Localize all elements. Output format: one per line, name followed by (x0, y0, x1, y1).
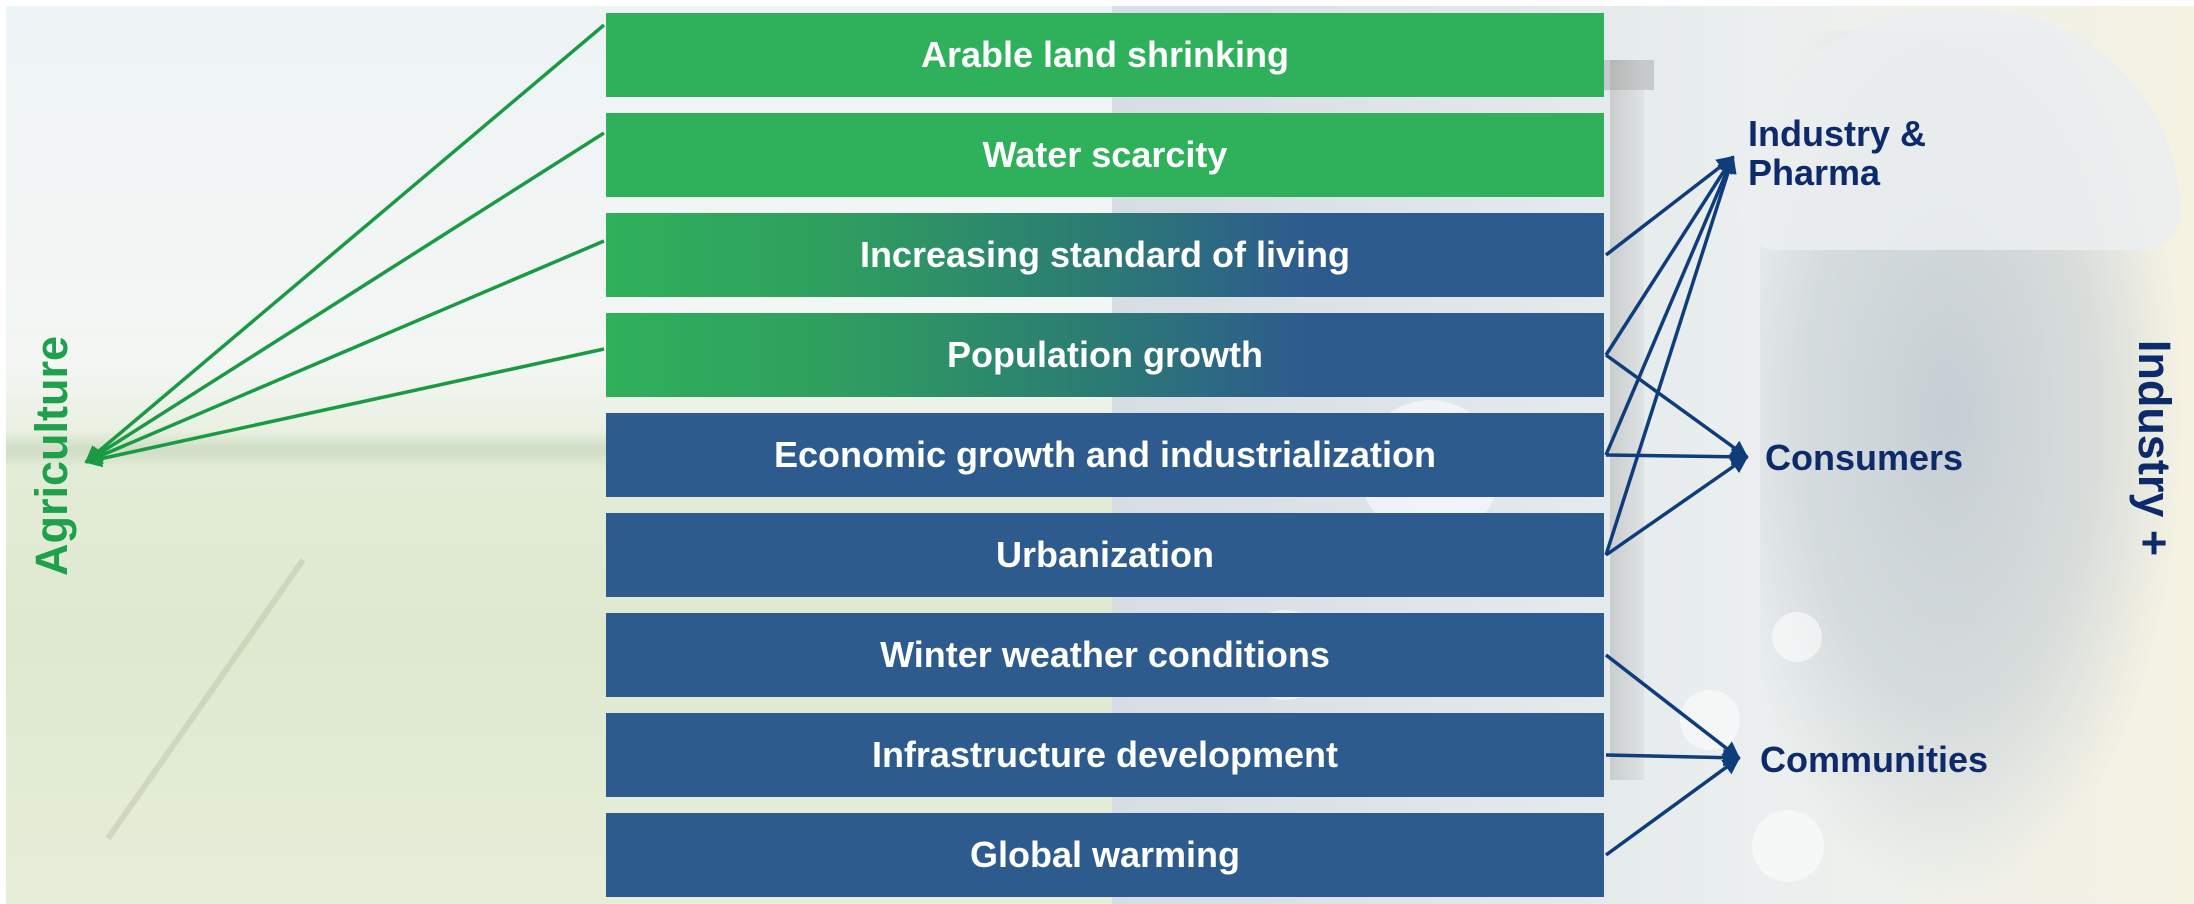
agriculture-arrow (84, 131, 605, 464)
factor-label: Arable land shrinking (920, 34, 1290, 75)
consumers-arrow (1605, 455, 1749, 557)
factor-box: Global warming (606, 813, 1604, 897)
factor-box: Infrastructure development (606, 713, 1604, 797)
deco-circle (1772, 612, 1822, 662)
industry-pharma-arrow (1604, 155, 1735, 456)
factor-label: Economic growth and industrialization (773, 434, 1437, 475)
factor-label: Urbanization (995, 534, 1214, 575)
factor-label: Population growth (947, 334, 1263, 375)
factor-label: Water scarcity (982, 134, 1228, 175)
factor-label: Increasing standard of living (859, 234, 1351, 275)
factor-box: Arable land shrinking (606, 13, 1604, 97)
target-consumers: Consumers (1765, 437, 1964, 478)
deco-circle (1752, 810, 1824, 882)
target-industry-pharma: Industry & Pharma (1748, 113, 1927, 193)
agriculture-label: Agriculture (26, 335, 77, 577)
consumers-arrow (1604, 353, 1749, 459)
target-communities: Communities (1760, 739, 1989, 780)
communities-arrow (1604, 756, 1741, 857)
communities-arrow (1605, 748, 1741, 767)
factor-label: Infrastructure development (871, 734, 1339, 775)
agriculture-arrow (84, 23, 606, 464)
factor-box: Winter weather conditions (606, 613, 1604, 697)
communities-arrow (1604, 653, 1741, 760)
agriculture-arrow (84, 347, 605, 468)
factor-label: Global warming (969, 834, 1241, 875)
chimney-top (1600, 60, 1654, 90)
factor-box: Urbanization (606, 513, 1604, 597)
factor-box: Water scarcity (606, 113, 1604, 197)
industry-plus-label: Industry + (2129, 339, 2180, 557)
factor-box: Population growth (606, 313, 1604, 397)
factor-label: Winter weather conditions (880, 634, 1330, 675)
consumers-arrow (1605, 448, 1749, 466)
chimney (1610, 60, 1644, 780)
industry-pharma-arrow (1604, 155, 1737, 556)
factor-box: Economic growth and industrialization (606, 413, 1604, 497)
agriculture-arrow (84, 239, 605, 464)
industry-pharma-arrow (1604, 155, 1735, 257)
industry-pharma-arrow (1604, 155, 1735, 356)
factor-box: Increasing standard of living (606, 213, 1604, 297)
